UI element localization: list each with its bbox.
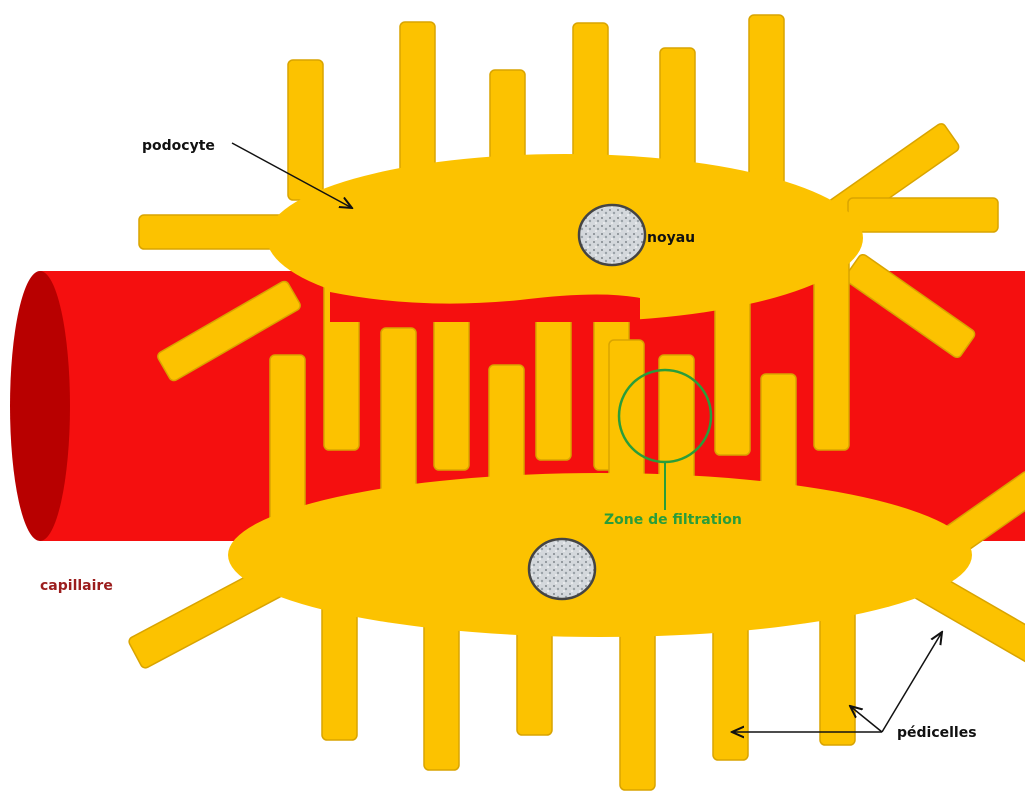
lower-nucleus: [529, 539, 595, 599]
label-noyau: noyau: [647, 230, 695, 246]
label-capillaire: capillaire: [40, 578, 113, 594]
lower-podocyte-body: [228, 473, 972, 637]
label-podocyte: podocyte: [142, 138, 215, 154]
upper-nucleus: [579, 205, 645, 265]
label-pedicelles: pédicelles: [897, 725, 977, 741]
capillary-opening: [10, 271, 70, 541]
pedicelles-arrow-3: [882, 632, 942, 732]
label-zone-filtration: Zone de filtration: [604, 512, 742, 528]
